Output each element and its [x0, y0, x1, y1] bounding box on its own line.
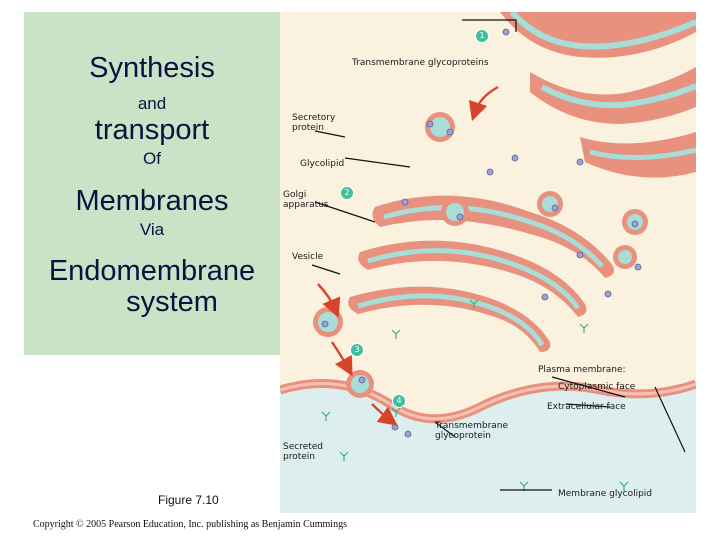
- label-vesicle: Vesicle: [292, 252, 323, 262]
- title-panel: Synthesis and transport Of Membranes Via…: [24, 12, 280, 355]
- step-badge-4: 4: [392, 394, 406, 408]
- label-extracellular-face: Extracellular face: [547, 402, 626, 412]
- label-plasma-membrane: Plasma membrane:: [538, 365, 626, 375]
- step-badge-2: 2: [340, 186, 354, 200]
- title-line-endomembrane: Endomembrane: [24, 257, 280, 286]
- title-line-membranes: Membranes: [24, 187, 280, 216]
- label-golgi-apparatus: Golgi apparatus: [283, 190, 333, 211]
- copyright-notice: Copyright © 2005 Pearson Education, Inc.…: [33, 519, 347, 530]
- label-transmembrane-glycoprotein: Transmembrane glycoprotein: [435, 421, 515, 442]
- label-cytoplasmic-face: Cytoplasmic face: [558, 382, 635, 392]
- title-line-synthesis: Synthesis: [24, 54, 280, 83]
- endoplasmic-reticulum: [500, 12, 696, 178]
- step-badge-3: 3: [350, 343, 364, 357]
- step-badge-1: 1: [475, 29, 489, 43]
- label-transmembrane-glycoproteins: Transmembrane glycoproteins: [352, 58, 489, 68]
- endomembrane-illustration: Transmembrane glycoproteins Secretory pr…: [280, 12, 696, 513]
- figure-label: Figure 7.10: [158, 493, 219, 507]
- golgi-apparatus: [348, 196, 614, 352]
- title-line-transport: transport: [24, 116, 280, 145]
- title-line-of: Of: [24, 150, 280, 167]
- title-line-and: and: [24, 95, 280, 112]
- title-line-via: Via: [24, 221, 280, 238]
- title-line-system: system: [44, 288, 300, 317]
- label-secretory-protein: Secretory protein: [292, 113, 352, 134]
- label-secreted-protein: Secreted protein: [283, 442, 333, 463]
- label-glycolipid: Glycolipid: [300, 159, 344, 169]
- label-membrane-glycolipid: Membrane glycolipid: [558, 489, 652, 499]
